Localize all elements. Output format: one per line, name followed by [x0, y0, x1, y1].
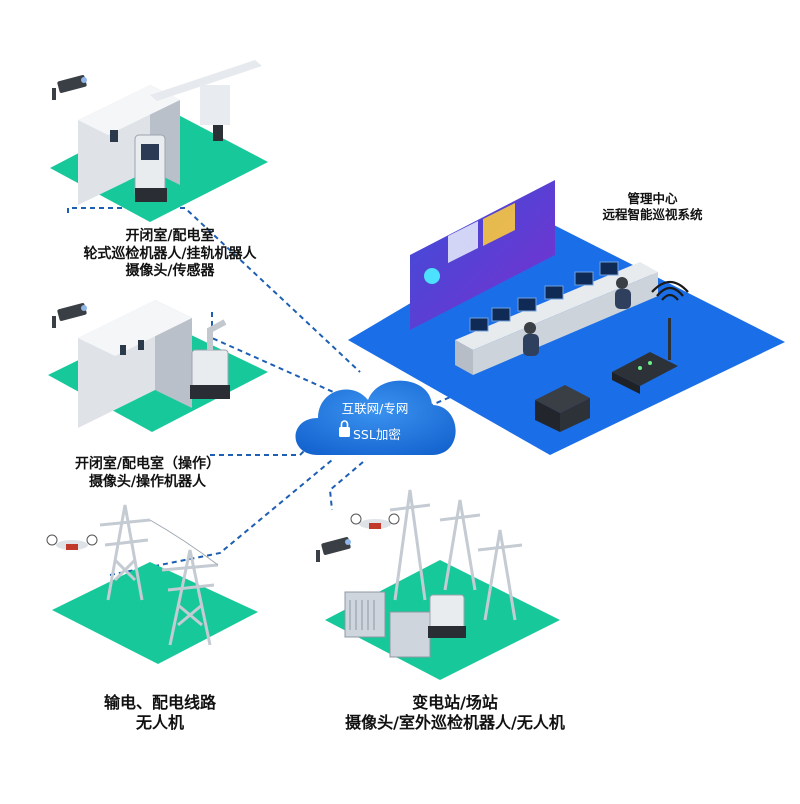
outdoor-robot — [428, 594, 466, 638]
operator-icon — [523, 322, 539, 356]
tower-icon — [161, 549, 219, 646]
cloud-icon — [295, 380, 456, 455]
room-top-illustration — [50, 60, 268, 222]
substation-title: 变电站/场站 — [412, 693, 498, 712]
lines-label: 输电、配电线路 无人机 — [60, 693, 260, 733]
management-center-illustration — [348, 180, 785, 455]
link-room-mid-lower — [210, 439, 316, 456]
substation-label: 变电站/场站 摄像头/室外巡检机器人/无人机 — [300, 693, 610, 733]
camera-icon — [316, 537, 351, 562]
router-icon — [612, 318, 678, 394]
room-mid-title: 开闭室/配电室（操作） — [74, 456, 221, 472]
lock-icon — [339, 420, 350, 437]
room-mid-label: 开闭室/配电室（操作） 摄像头/操作机器人 — [40, 456, 255, 491]
video-wall — [410, 180, 555, 330]
management-subtitle: 远程智能巡视系统 — [602, 206, 703, 222]
camera-icon — [52, 75, 87, 100]
drone-icon — [350, 513, 400, 529]
teal-platform — [52, 562, 258, 664]
room-top-title: 开闭室/配电室 — [125, 228, 215, 244]
substation-illustration — [316, 489, 560, 680]
operation-robot — [191, 349, 229, 391]
transmission-illustration — [46, 504, 258, 664]
room-mid-illustration — [48, 300, 268, 432]
room-mid-devices: 摄像头/操作机器人 — [88, 473, 207, 490]
room-top-devices: 轮式巡检机器人/挂轨机器人 — [83, 245, 257, 262]
lines-title: 输电、配电线路 — [103, 693, 216, 712]
lines-devices: 无人机 — [135, 713, 184, 732]
monitor-icon — [469, 261, 619, 332]
camera-icon — [52, 303, 87, 328]
server-icon — [535, 385, 590, 432]
cloud-encryption-label: SSL加密 — [353, 427, 401, 442]
drone-icon — [46, 534, 98, 550]
cloud-network-label: 互联网/专网 — [341, 401, 409, 416]
substation-devices: 摄像头/室外巡检机器人/无人机 — [345, 713, 565, 732]
tower-icon — [99, 504, 151, 601]
management-label: 管理中心 远程智能巡视系统 — [585, 191, 720, 222]
transformer-icon — [344, 591, 431, 658]
room-top-sensors: 摄像头/传感器 — [125, 263, 215, 279]
link-room-mid — [211, 312, 341, 396]
wifi-icon — [651, 280, 689, 301]
management-title: 管理中心 — [627, 191, 678, 206]
tower-icon — [389, 489, 523, 621]
operator-icon — [615, 277, 631, 309]
room-top-label: 开闭室/配电室 轮式巡检机器人/挂轨机器人 摄像头/传感器 — [60, 228, 280, 281]
link-substation — [328, 461, 364, 511]
